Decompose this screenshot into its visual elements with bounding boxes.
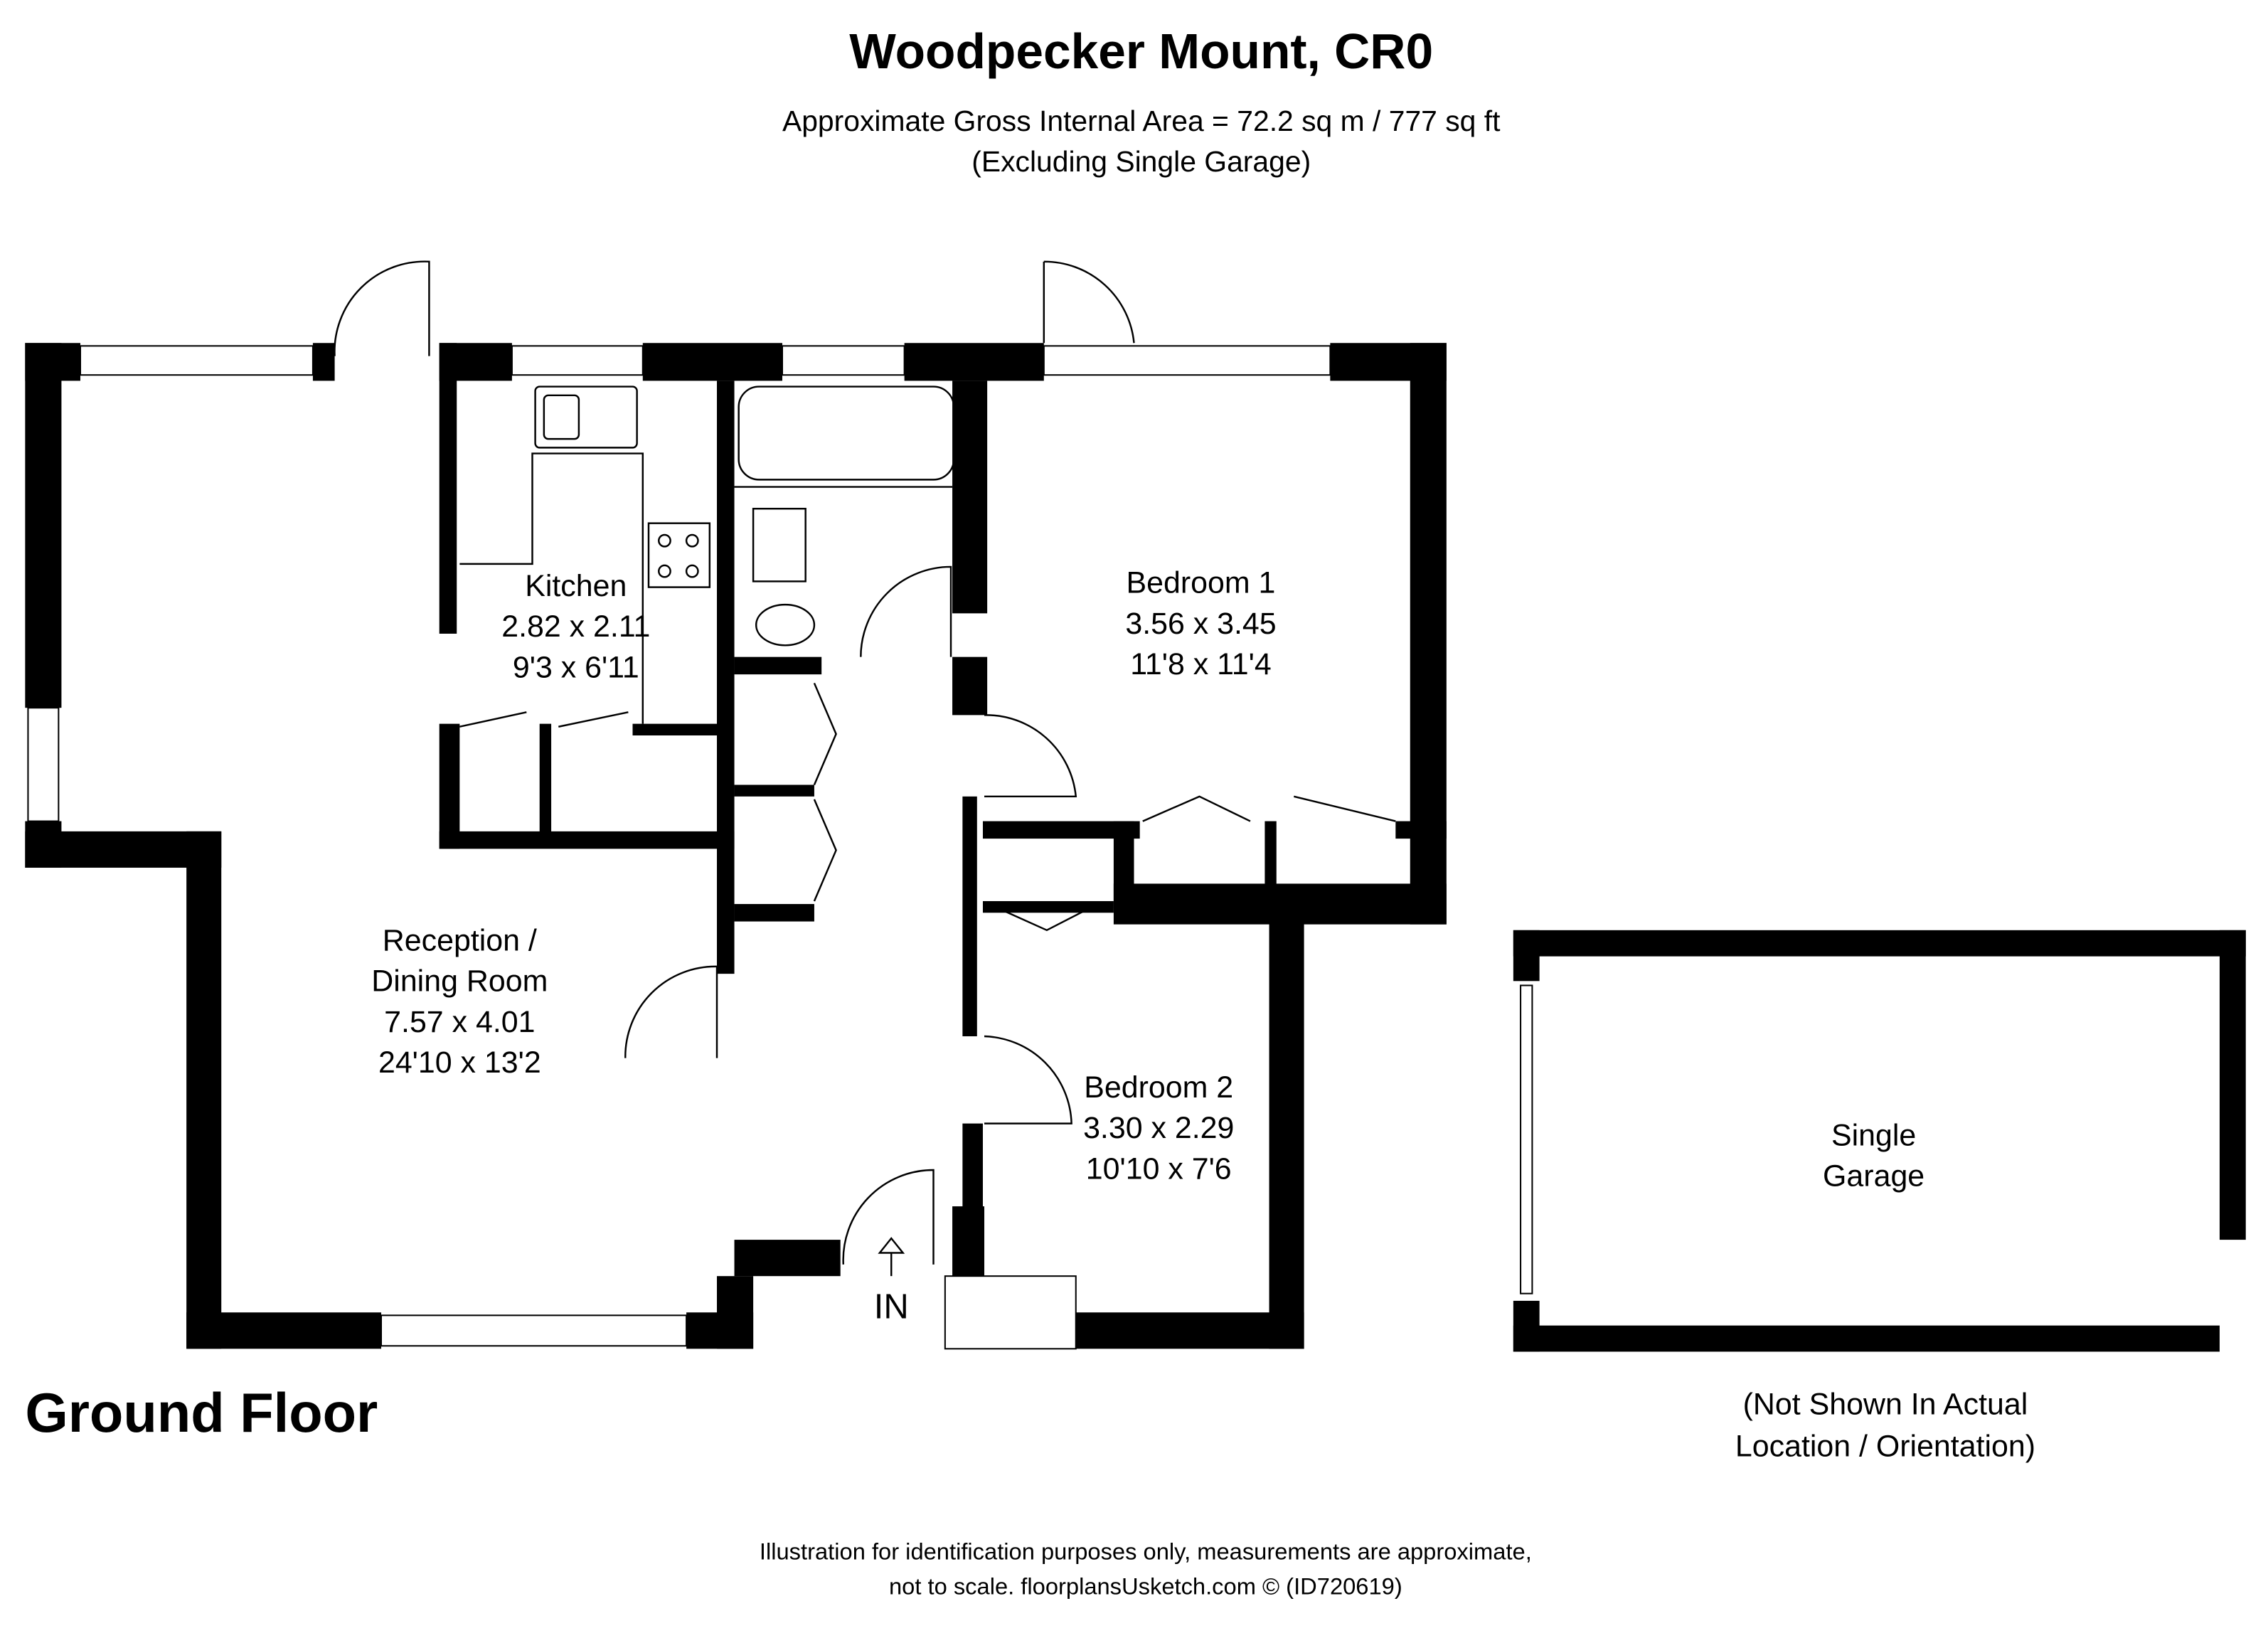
- entrance-arrow-icon: [878, 1237, 905, 1277]
- kitchen-metric: 2.82 x 2.11: [501, 610, 650, 644]
- kitchen-name: Kitchen: [525, 569, 627, 603]
- area-text: Approximate Gross Internal Area = 72.2 s…: [782, 105, 1501, 137]
- floor-label: Ground Floor: [25, 1383, 378, 1444]
- bedroom2-metric: 3.30 x 2.29: [1083, 1111, 1234, 1145]
- bedroom1-name: Bedroom 1: [1127, 566, 1276, 600]
- disclaimer-1: Illustration for identification purposes…: [760, 1538, 1532, 1565]
- reception-name-2: Dining Room: [371, 964, 548, 999]
- area-note: (Excluding Single Garage): [971, 145, 1311, 178]
- plan-title: Woodpecker Mount, CR0: [849, 23, 1433, 79]
- garage-note-2: Location / Orientation): [1735, 1430, 2035, 1464]
- disclaimer-2: not to scale. floorplansUsketch.com © (I…: [889, 1573, 1402, 1600]
- walls: [25, 343, 1447, 1350]
- fixtures: [334, 260, 1396, 1265]
- bedroom1-imperial: 11'8 x 11'4: [1130, 647, 1271, 681]
- reception-imperial: 24'10 x 13'2: [378, 1046, 541, 1080]
- entrance-label: IN: [874, 1287, 909, 1326]
- reception-name-1: Reception /: [383, 923, 537, 957]
- reception-metric: 7.57 x 4.01: [384, 1005, 535, 1039]
- bedroom2-name: Bedroom 2: [1084, 1070, 1233, 1105]
- garage: [1513, 930, 2246, 1352]
- garage-note-1: (Not Shown In Actual: [1743, 1387, 2028, 1421]
- bedroom2-imperial: 10'10 x 7'6: [1086, 1152, 1232, 1186]
- bedroom1-metric: 3.56 x 3.45: [1125, 607, 1276, 641]
- garage-name-1: Single: [1831, 1118, 1916, 1152]
- kitchen-imperial: 9'3 x 6'11: [513, 650, 639, 684]
- garage-name-2: Garage: [1823, 1159, 1924, 1193]
